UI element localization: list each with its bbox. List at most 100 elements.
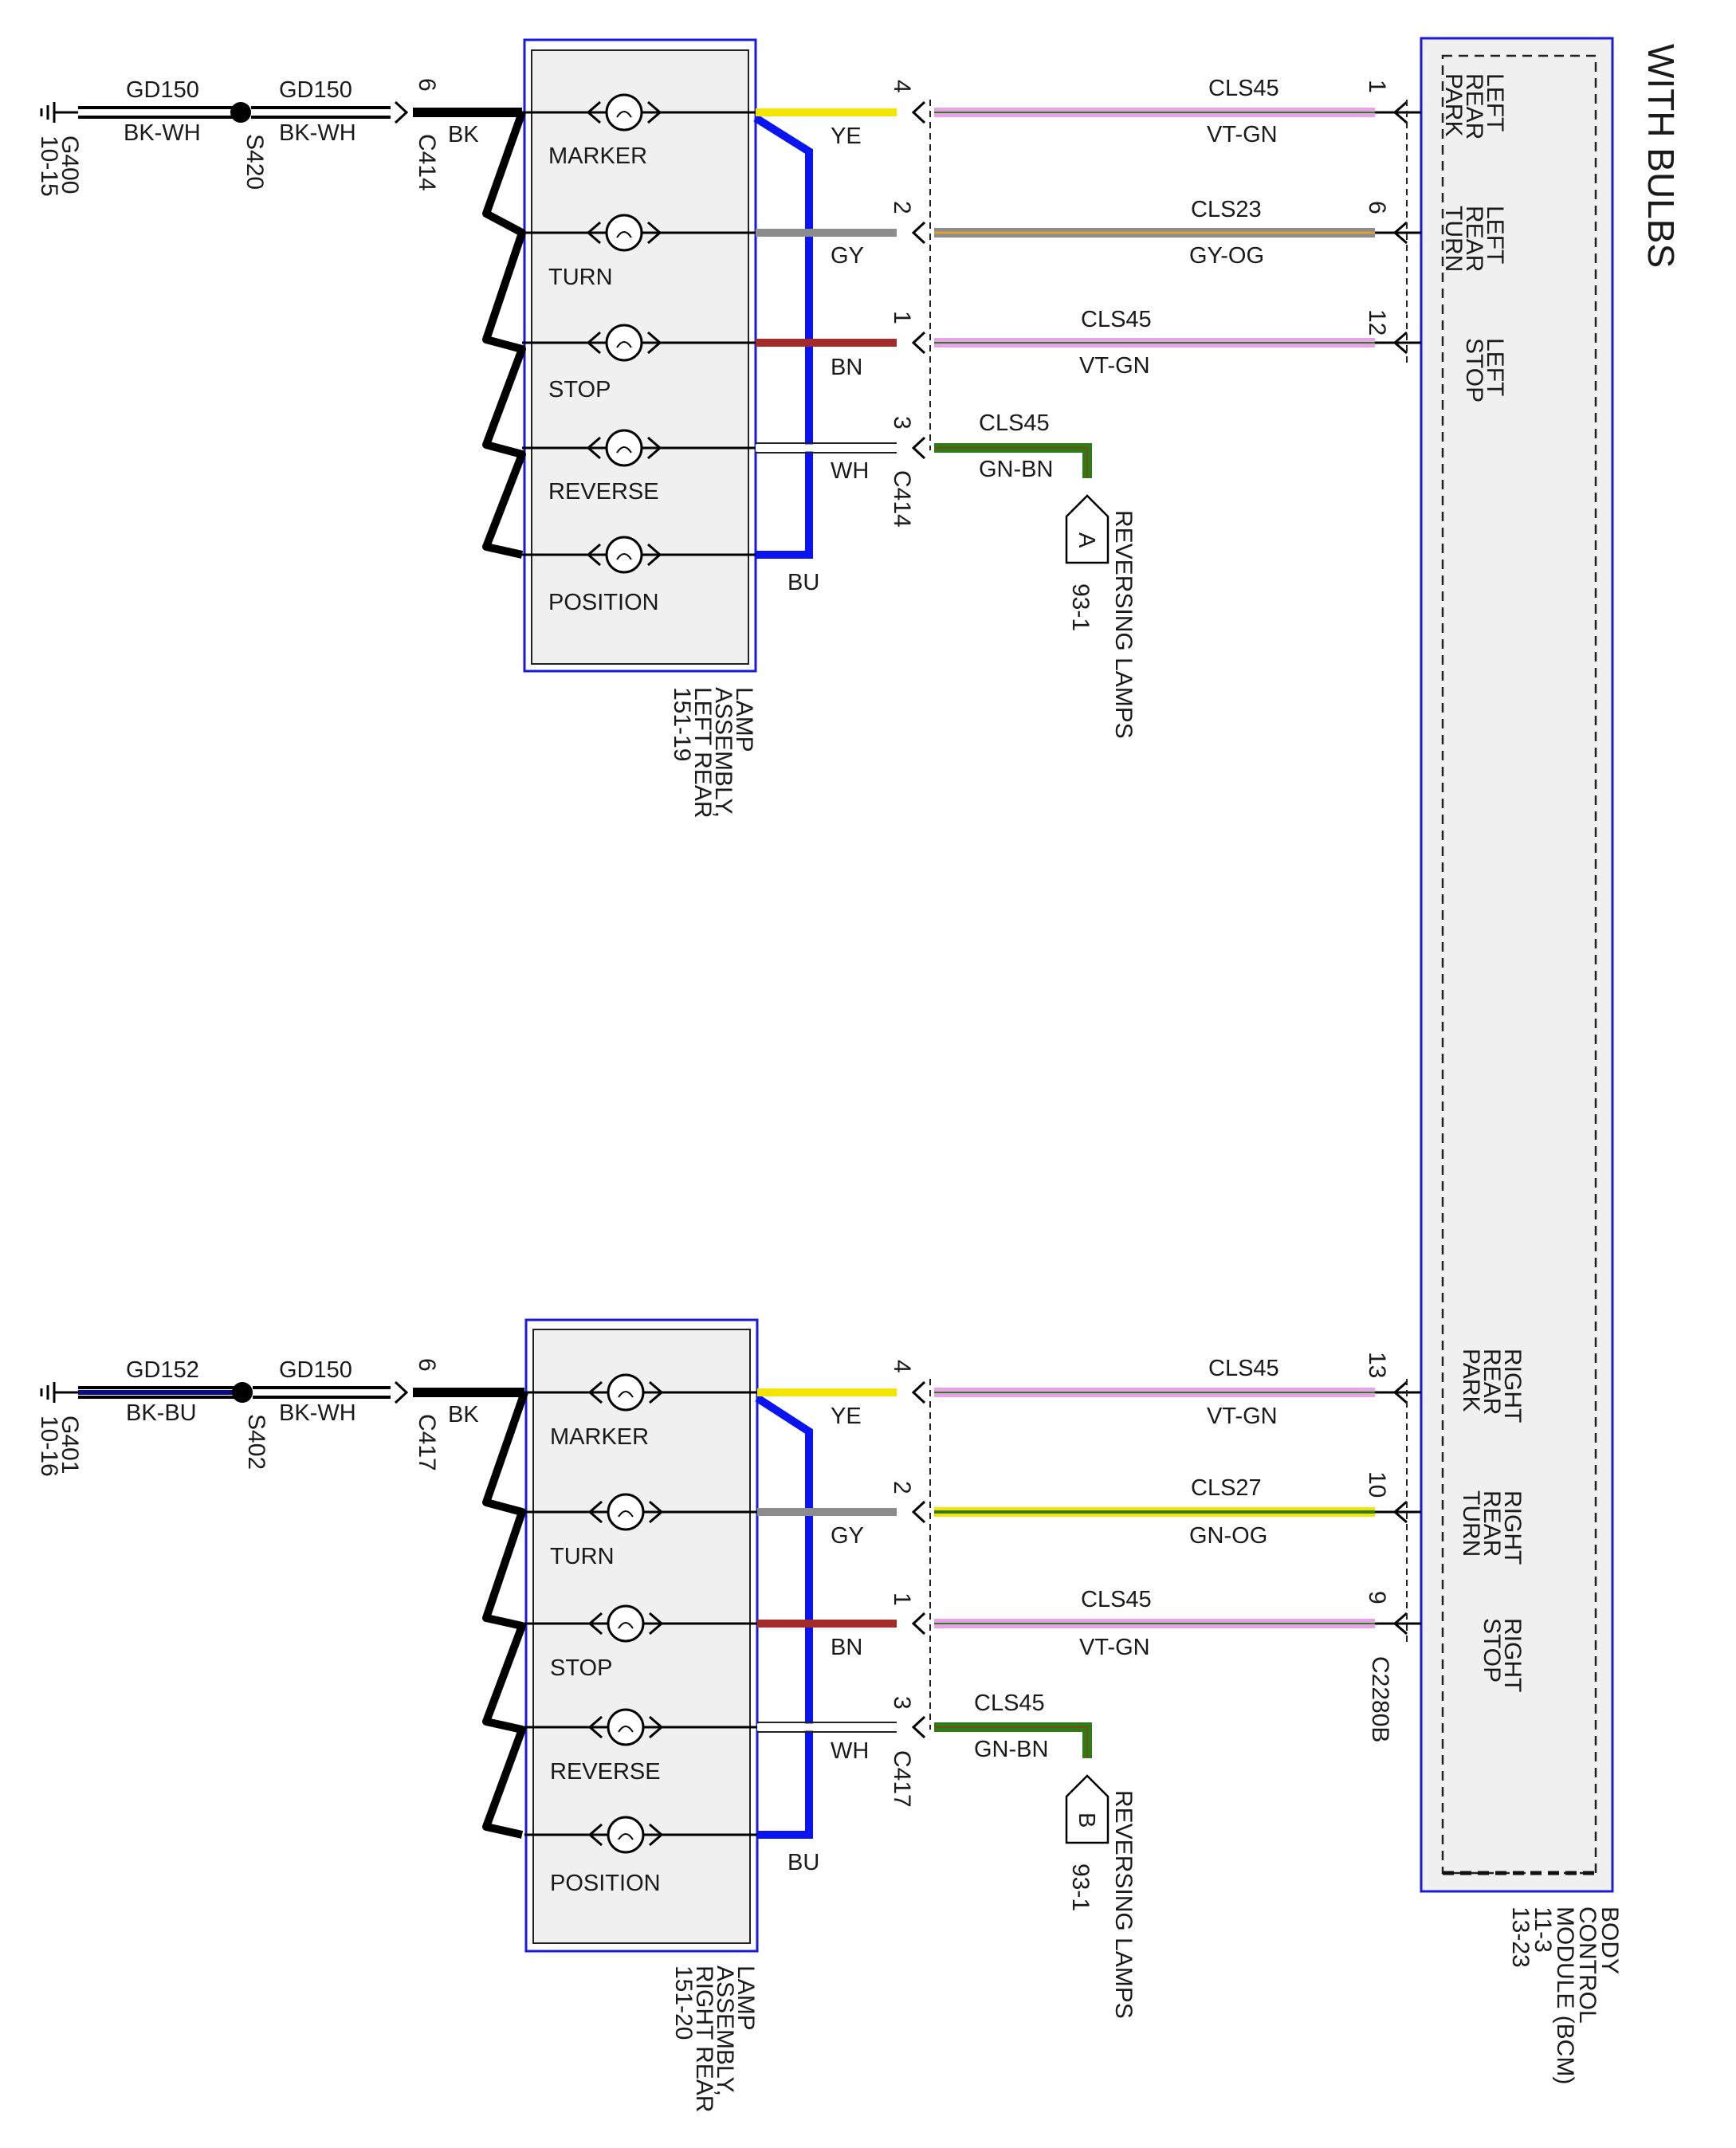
bcm-pin-label: LEFT: [1482, 73, 1508, 132]
left-lamp-reverse: REVERSE WH 3 C414: [522, 416, 915, 528]
pin-number: 2: [889, 201, 915, 214]
bcm-pin: 1: [1364, 80, 1390, 93]
left-assembly-label-3: LEFT REAR: [689, 687, 716, 819]
offpage-ref: 93-1: [1067, 583, 1094, 631]
connector-id: C417: [889, 1750, 915, 1808]
right-position-wire: [755, 1394, 813, 1839]
right-ground-ref: 10-16: [36, 1416, 62, 1477]
circuit-id: CLS45: [979, 410, 1050, 436]
right-lamp-position: POSITION BU: [524, 1816, 819, 1896]
right-harness-turn: CLS27 GN-OG 10: [934, 1471, 1421, 1549]
right-assembly-label-4: 151-20: [670, 1965, 697, 2040]
circuit-color: GN-BN: [979, 457, 1053, 482]
lamp-label: STOP: [550, 1655, 612, 1681]
lamp-label: REVERSE: [548, 479, 659, 505]
right-ground-circuit: GD152 BK-BU GD150 BK-WH BK G401 10-16 S4…: [36, 1357, 524, 1477]
circuit-color: GN-BN: [974, 1737, 1048, 1762]
circuit-color: GN-OG: [1189, 1523, 1267, 1549]
bcm-pin: 12: [1364, 309, 1390, 336]
bcm-pin-label: REAR: [1461, 206, 1487, 272]
left-ground-bus: [482, 111, 526, 559]
pin-number: 3: [889, 1696, 915, 1710]
pin-number: 1: [889, 1592, 915, 1606]
lamp-label: MARKER: [550, 1424, 649, 1450]
bcm-pin-label: REAR: [1479, 1490, 1505, 1557]
circuit-color: VT-GN: [1207, 1404, 1278, 1429]
right-assembly-label-2: ASSEMBLY,: [712, 1965, 738, 2096]
left-ground-wire-a-circuit: GD150: [126, 77, 199, 103]
right-ground-wire-a-circuit: GD152: [126, 1357, 199, 1383]
offpage-letter: A: [1074, 532, 1099, 548]
right-ground-pin: 6: [414, 1358, 440, 1372]
left-position-wire: [753, 114, 813, 559]
right-harness-reverse: CLS45 GN-BN: [934, 1691, 1092, 1762]
right-splice-id: S402: [243, 1414, 269, 1470]
lamp-label: TURN: [548, 265, 613, 290]
left-lamp-turn: TURN GY 2: [522, 201, 915, 290]
bcm-label-line-1: BODY: [1597, 1906, 1623, 1974]
right-lamp-reverse: REVERSE WH 3 C417: [524, 1696, 915, 1808]
wire-color: BU: [787, 1850, 819, 1875]
left-assembly-label-2: ASSEMBLY,: [710, 687, 736, 818]
bcm-label-line-4: 11-3: [1530, 1906, 1556, 1953]
lamp-label: POSITION: [550, 1871, 661, 1896]
lamp-label: POSITION: [548, 590, 659, 615]
right-ground-wire-a-color: BK-BU: [126, 1400, 197, 1426]
bcm-module: BODY CONTROL MODULE (BCM) 11-3 13-23 C22…: [1367, 37, 1623, 2084]
wire-color: BU: [787, 570, 819, 595]
bcm-pin-label: STOP: [1479, 1618, 1505, 1683]
left-ground-connector-icon: [394, 100, 409, 124]
right-ground-wire-b-circuit: GD150: [279, 1357, 352, 1383]
bcm-pin: 10: [1364, 1471, 1390, 1498]
bcm-pin-label: LEFT: [1482, 338, 1508, 396]
right-assembly-label-1: LAMP: [732, 1965, 759, 2031]
left-assembly-label-4: 151-19: [669, 687, 695, 761]
diagram-title: WITH BULBS: [1640, 44, 1682, 268]
left-harness-park: CLS45 VT-GN 1: [934, 76, 1421, 147]
left-ground-ref: 10-15: [36, 135, 62, 197]
left-lamp-position: POSITION BU: [522, 536, 819, 615]
circuit-color: VT-GN: [1207, 122, 1278, 147]
bcm-label-line-2: CONTROL: [1574, 1906, 1600, 2024]
right-ground-bus: [482, 1391, 528, 1839]
bcm-pin-label: PARK: [1458, 1349, 1484, 1412]
left-ground-pin: 6: [414, 78, 440, 92]
bcm-pin-label: STOP: [1461, 338, 1487, 403]
pin-number: 4: [889, 80, 915, 93]
bcm-pin-label: LEFT: [1482, 206, 1508, 264]
bcm-pin-label: TURN: [1458, 1490, 1484, 1557]
left-harness-reverse: CLS45 GN-BN: [934, 410, 1092, 482]
bcm-pin: 13: [1364, 1352, 1390, 1378]
wire-color: YE: [831, 1404, 862, 1429]
left-lamp-stop: STOP BN 1: [522, 311, 915, 403]
right-lamp-marker: MARKER YE 4: [524, 1360, 915, 1450]
pin-number: 1: [889, 311, 915, 324]
wire-color: WH: [831, 458, 869, 484]
wire-color: BN: [831, 1635, 862, 1660]
left-assembly-label-1: LAMP: [731, 687, 757, 752]
right-lamp-stop: STOP BN 1: [524, 1592, 915, 1681]
bcm-pin-label: RIGHT: [1499, 1349, 1526, 1423]
lamp-label: REVERSE: [550, 1759, 661, 1785]
left-rear-section: GD150 BK-WH GD150 BK-WH BK G400 10-15 S4…: [36, 38, 1508, 819]
wire-color: GY: [831, 1523, 864, 1549]
bcm-pin: 6: [1364, 201, 1390, 214]
lamp-label: MARKER: [548, 143, 647, 169]
left-ground-id: G400: [57, 135, 83, 194]
right-offpage-connector: B REVERSING LAMPS 93-1: [1065, 1774, 1137, 2019]
pin-number: 4: [889, 1360, 915, 1373]
right-harness-stop: CLS45 VT-GN 9: [934, 1587, 1421, 1660]
bcm-pin-label: REAR: [1461, 73, 1487, 139]
left-ground-wire-a-color: BK-WH: [124, 120, 201, 146]
pin-number: 3: [889, 416, 915, 430]
bcm-pin-label: REAR: [1479, 1349, 1505, 1415]
pin-number: 2: [889, 1481, 915, 1494]
bcm-pin-label: PARK: [1440, 73, 1467, 136]
right-rear-section: GD152 BK-BU GD150 BK-WH BK G401 10-16 S4…: [36, 1318, 1526, 2112]
left-offpage-connector: A REVERSING LAMPS 93-1: [1065, 494, 1137, 739]
bcm-pin: 9: [1364, 1591, 1390, 1604]
connector-id: C414: [889, 470, 915, 528]
left-harness-turn: CLS23 GY-OG 6: [934, 197, 1421, 269]
right-lamp-turn: TURN GY 2: [524, 1481, 915, 1569]
